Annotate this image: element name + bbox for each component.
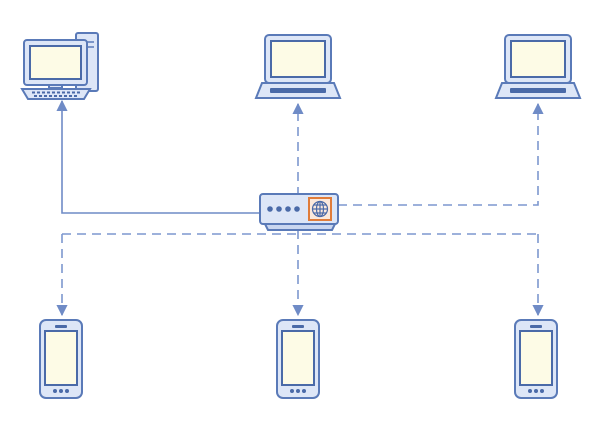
phone-2-screen	[281, 330, 315, 386]
edge-router-laptop-2	[338, 102, 544, 206]
laptop-icon	[494, 34, 582, 99]
desktop-keyboard	[20, 88, 92, 100]
laptop-2-screen	[510, 40, 566, 78]
desktop-stand	[48, 84, 63, 89]
smartphone-icon	[276, 319, 320, 399]
smartphone-icon	[514, 319, 558, 399]
router-icon	[259, 193, 339, 231]
router-led	[294, 206, 300, 212]
phone-3-screen	[519, 330, 553, 386]
router-led	[267, 206, 273, 212]
phone-1-screen	[44, 330, 78, 386]
router-led	[276, 206, 282, 212]
router-led	[285, 206, 291, 212]
globe-icon	[311, 200, 329, 218]
smartphone-icon	[39, 319, 83, 399]
desktop-computer-icon	[20, 32, 99, 100]
connections	[56, 99, 544, 317]
laptop-icon	[254, 34, 342, 99]
laptop-1-screen	[270, 40, 326, 78]
desktop-screen	[29, 45, 82, 80]
edge-router-desktop	[56, 99, 262, 214]
